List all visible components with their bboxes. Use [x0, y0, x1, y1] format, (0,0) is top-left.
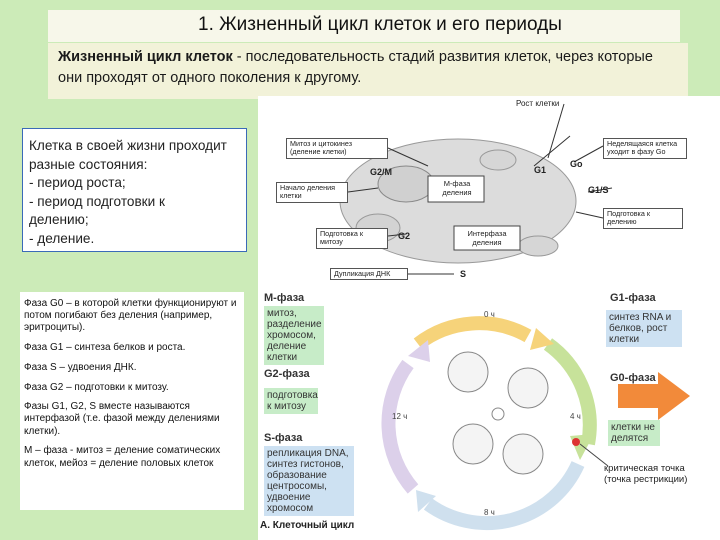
phases-box: Фаза G0 – в которой клетки функционируют…: [20, 292, 244, 510]
interphase-text: Фазы G1, G2, S вместе называются интерфа…: [24, 401, 220, 437]
states-line: Клетка в своей жизни проходит: [29, 138, 227, 153]
definition-text: - последовательность стадий развития кле…: [58, 49, 653, 86]
states-line: делению;: [29, 212, 89, 227]
cell-cycle-drawing: [381, 316, 690, 531]
g0-phase-box: клетки не делятся: [608, 420, 660, 446]
label-start-division: Начало деления клетки: [276, 182, 348, 203]
phase-g0-text: Фаза G0 – в которой клетки функционируют…: [24, 298, 237, 334]
states-line: разные состояния:: [29, 156, 148, 172]
states-line: - деление.: [29, 230, 95, 246]
definition-box: Жизненный цикл клеток - последовательнос…: [48, 43, 688, 99]
hour-0: 0 ч: [484, 310, 495, 319]
m-phase-text: М – фаза - митоз = деление соматических …: [24, 445, 221, 469]
m-phase-title: М-фаза: [264, 292, 305, 304]
states-box: Клетка в своей жизни проходит разные сос…: [22, 128, 247, 252]
hour-12: 12 ч: [392, 412, 408, 421]
label-prep-division: Подготовка к делению: [603, 208, 683, 229]
phase-g2-text: Фаза G2 – подготовки к митозу.: [24, 381, 169, 393]
checkpoint-label: критическая точка (точка рестрикции): [604, 463, 688, 485]
g2-phase-title: G2-фаза: [264, 368, 310, 380]
states-line: - период роста;: [29, 175, 126, 190]
mark-s: S: [460, 269, 467, 279]
definition-term: Жизненный цикл клеток: [58, 49, 233, 65]
cell-cycle-diagram: М-фаза митоз, разделение хромосом, делен…: [258, 284, 720, 540]
m-phase-box: митоз, разделение хромосом, деление клет…: [264, 306, 324, 365]
s-phase-box: репликация DNA, синтез гистонов, образов…: [264, 446, 354, 516]
cycle-caption: А. Клеточный цикл: [260, 520, 355, 531]
s-phase-title: S-фаза: [264, 432, 303, 444]
phase-s-text: Фаза S – удвоения ДНК.: [24, 361, 137, 373]
states-line: - период подготовки к: [29, 193, 165, 209]
mark-g0: Go: [570, 159, 583, 169]
g1-phase-box: синтез RNA и белков, рост клетки: [606, 310, 682, 347]
g2-phase-box: подготовка к митозу: [264, 388, 318, 414]
mark-g1: G1: [534, 165, 547, 175]
label-prep-mitosis: Подготовка к митозу: [316, 228, 388, 249]
mark-g2: G2: [398, 231, 411, 241]
label-dna-duplication: Дупликация ДНК: [330, 268, 408, 281]
g0-phase-title: G0-фаза: [610, 372, 656, 384]
label-nondividing-cell: Неделящаяся клетка уходит в фазу Go: [603, 138, 687, 159]
label-growth: Рост клетки: [516, 99, 560, 108]
label-m-phase-division: М-фаза деления: [442, 179, 472, 197]
phase-g1-text: Фаза G1 – синтеза белков и роста.: [24, 342, 186, 354]
hour-8: 8 ч: [484, 508, 495, 517]
g1-phase-title: G1-фаза: [610, 292, 656, 304]
mark-g1s: G1/S: [588, 185, 609, 195]
cell-diagram: Рост клетки Митоз и цитокинез (деление к…: [258, 96, 720, 284]
hour-4: 4 ч: [570, 412, 581, 421]
label-mitosis-cytokinesis: Митоз и цитокинез (деление клетки): [286, 138, 388, 159]
slide-title: 1. Жизненный цикл клеток и его периоды: [48, 10, 680, 42]
mark-g2m: G2/M: [370, 167, 393, 177]
label-interphase-division: Интерфаза деления: [467, 229, 507, 247]
